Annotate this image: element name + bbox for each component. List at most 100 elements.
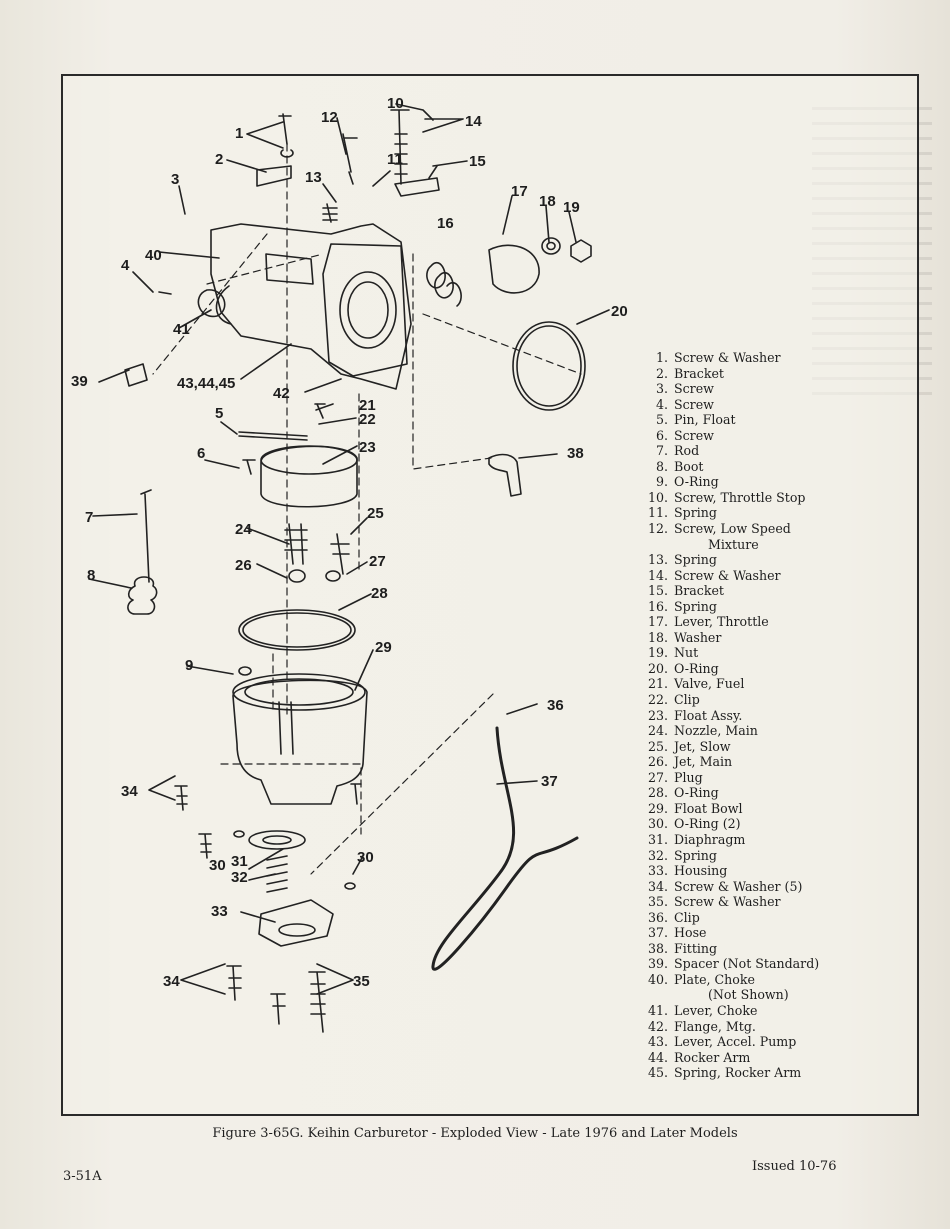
callout-28: 28: [371, 585, 388, 602]
parts-list-item: 22. Clip: [640, 692, 910, 708]
part-name: Spring: [674, 552, 910, 568]
part-name-continuation: Mixture: [708, 536, 759, 552]
part-name: Screw & Washer: [674, 568, 910, 584]
part-number: 25.: [647, 738, 668, 754]
parts-list-item: 44.Rocker Arm: [640, 1050, 910, 1066]
part-name-text: Screw: [674, 427, 714, 443]
part-name-continuation: (Not Shown): [708, 987, 789, 1003]
part-number: 16.: [647, 598, 668, 614]
part-number: 30.: [647, 816, 668, 832]
part-name-text: Nut: [674, 645, 699, 661]
part-name: Screw, Throttle Stop: [674, 490, 910, 506]
part-name-text: Spacer (Not Standard): [674, 956, 820, 972]
parts-list-item: 29.Float Bowl: [640, 801, 910, 817]
part-name-text: Bracket: [674, 365, 724, 381]
parts-list-item: 1.Screw & Washer: [640, 350, 910, 366]
part-number: 9.: [655, 474, 668, 490]
callout-3: 3: [171, 171, 179, 188]
issue-date: Issued 10-76: [752, 1159, 837, 1174]
part-number: 17.: [647, 614, 668, 630]
callout-32: 32: [231, 869, 248, 886]
parts-list-item: 36. Clip: [640, 910, 910, 926]
part-name-text: Jet, Slow: [674, 738, 731, 754]
callout-42: 42: [273, 385, 290, 402]
parts-list-item: 24.Nozzle, Main: [640, 723, 910, 739]
part-name: Valve, Fuel: [674, 676, 910, 692]
part-name-text: Valve, Fuel: [674, 676, 745, 692]
parts-list-item: 20.O-Ring: [640, 661, 910, 677]
part-number: 5.: [655, 412, 668, 428]
callout-1: 1: [235, 125, 243, 142]
callout-14: 14: [465, 113, 482, 130]
parts-list-item: 40. Plate, Choke(Not Shown): [640, 972, 910, 1003]
part-name-text: Clip: [674, 692, 700, 708]
callout-30-b: 30: [357, 849, 374, 866]
part-name-text: Float Bowl: [674, 800, 743, 816]
parts-list-item: 11.Spring: [640, 505, 910, 521]
part-number: 35.: [647, 894, 668, 910]
callout-7: 7: [85, 509, 93, 526]
callout-38: 38: [567, 445, 584, 462]
part-number: 28.: [647, 785, 668, 801]
parts-list-item: 41.Lever, Choke: [640, 1003, 910, 1019]
callout-40: 40: [145, 247, 162, 264]
part-name: Screw: [674, 381, 910, 397]
part-name-text: Pin, Float: [674, 412, 736, 428]
part-name-text: Lever, Accel. Pump: [674, 1034, 797, 1050]
part-name-text: Plate, Choke: [674, 971, 755, 987]
part-name-text: Nozzle, Main: [674, 723, 758, 739]
callout-25: 25: [367, 505, 384, 522]
callout-19: 19: [563, 199, 580, 216]
part-number: 31.: [647, 831, 668, 847]
part-number: 2.: [655, 365, 668, 381]
part-name-text: Screw & Washer (5): [674, 878, 803, 894]
parts-list-item: 27.Plug: [640, 770, 910, 786]
part-name: Fitting: [674, 941, 910, 957]
part-number: 15.: [647, 583, 668, 599]
part-number: 22.: [647, 692, 668, 708]
part-name-text: Hose: [674, 925, 707, 941]
callout-8: 8: [87, 567, 95, 584]
part-number: 44.: [647, 1049, 668, 1065]
parts-list-item: 33.Housing: [640, 863, 910, 879]
parts-list-item: 8.Boot: [640, 459, 910, 475]
part-name-text: Screw: [674, 381, 714, 397]
part-number: 42.: [647, 1018, 668, 1034]
part-number: 21.: [647, 676, 668, 692]
part-number: 36.: [647, 909, 668, 925]
parts-list-item: 26.Jet, Main: [640, 754, 910, 770]
part-name: Plate, Choke(Not Shown): [674, 972, 910, 1003]
callout-34-a: 34: [121, 783, 138, 800]
part-name: Clip: [674, 692, 910, 708]
part-name-text: Rod: [674, 443, 700, 459]
part-number: 19.: [647, 645, 668, 661]
part-name: Screw & Washer (5): [674, 879, 910, 895]
parts-list-item: 32.Spring: [640, 848, 910, 864]
part-name: Clip: [674, 910, 910, 926]
part-name: Spacer (Not Standard): [674, 956, 910, 972]
part-number: 3.: [655, 381, 668, 397]
part-number: 7.: [655, 443, 668, 459]
part-number: 37.: [647, 925, 668, 941]
part-number: 40.: [647, 971, 668, 987]
part-name-text: Spring: [674, 598, 717, 614]
part-name: Spring: [674, 848, 910, 864]
part-name-text: O-Ring: [674, 660, 719, 676]
parts-list-item: 13.Spring: [640, 552, 910, 568]
callout-30-a: 30: [209, 857, 226, 874]
part-name: Diaphragm: [674, 832, 910, 848]
part-name: Washer: [674, 630, 910, 646]
callout-10: 10: [387, 95, 404, 112]
part-name: Boot: [674, 459, 910, 475]
part-name: Lever, Throttle: [674, 614, 910, 630]
part-number: 11.: [647, 505, 668, 521]
callout-37: 37: [541, 773, 558, 790]
parts-list-item: 7. Rod: [640, 443, 910, 459]
part-name: Float Bowl: [674, 801, 910, 817]
part-number: 1.: [655, 350, 668, 365]
part-name-text: Spring, Rocker Arm: [674, 1065, 802, 1081]
part-name-text: Diaphragm: [674, 831, 746, 847]
parts-list-item: 3. Screw: [640, 381, 910, 397]
callout-5: 5: [215, 405, 223, 422]
